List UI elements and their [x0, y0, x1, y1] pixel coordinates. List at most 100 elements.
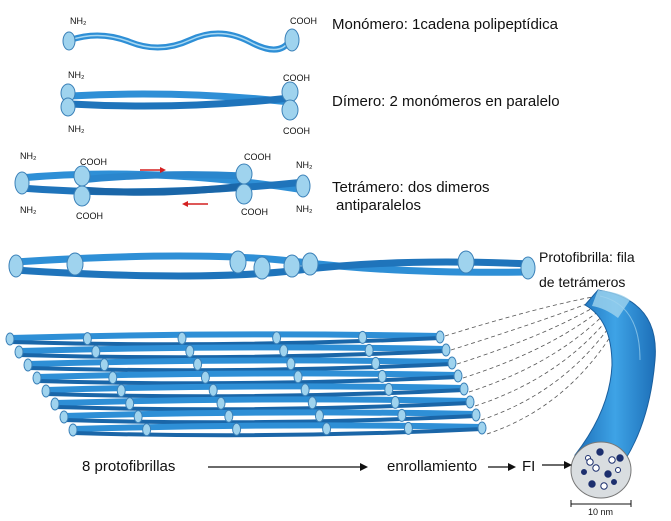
bundle-head — [142, 423, 152, 437]
arrow-left-head — [182, 201, 188, 207]
bundle-head — [477, 421, 487, 435]
connector-dash — [456, 299, 607, 365]
bundle-head — [108, 371, 118, 385]
nh2-label: NH₂ — [68, 70, 85, 80]
bundle-head — [471, 408, 481, 422]
bundle-head — [82, 332, 92, 346]
bundle-head — [59, 410, 69, 424]
bundle-head — [216, 396, 226, 410]
bundle-strand — [63, 409, 477, 419]
cooh-label: COOH — [290, 16, 317, 26]
protofibril-head — [301, 252, 319, 276]
connector-dash — [450, 297, 603, 351]
bundle-head — [50, 397, 60, 411]
bundle-head — [193, 357, 203, 371]
bundle-strand — [63, 414, 477, 425]
monomer-tail — [284, 28, 300, 52]
bundle-head — [99, 358, 109, 372]
bundle-strand — [45, 388, 465, 399]
bundle-strand — [36, 375, 459, 386]
process-arrows — [208, 461, 572, 471]
connector-dash — [468, 303, 615, 393]
dimer-label: Dímero: 2 monómeros en paralelo — [332, 93, 560, 110]
bundle-head — [116, 384, 126, 398]
nh2-label: NH₂ — [20, 151, 37, 161]
bundle-head — [322, 422, 332, 436]
bundle-head — [293, 370, 303, 384]
nh2-label: NH₂ — [296, 160, 313, 170]
monomer-head — [62, 31, 76, 51]
bundle-head — [441, 343, 451, 357]
nh2-label: NH₂ — [70, 16, 87, 26]
bundle-head — [200, 370, 210, 384]
bundle-head — [272, 331, 282, 345]
bundle-head — [32, 371, 42, 385]
protofibril-bundle — [5, 330, 487, 438]
cross-section-dot — [600, 482, 608, 490]
connector-dash — [480, 307, 623, 421]
dimer-tail-top — [281, 81, 299, 103]
connector-dash — [486, 309, 627, 435]
monomer-chain — [62, 28, 300, 53]
bundle-strand — [27, 362, 453, 373]
nh2-label: NH₂ — [68, 124, 85, 134]
bundle-head — [14, 345, 24, 359]
tetramer-head — [73, 165, 91, 187]
tetramer-head — [235, 183, 253, 205]
coiling-label: enrollamiento — [387, 458, 478, 475]
bundle-head — [68, 423, 78, 437]
protofibril-head — [66, 252, 84, 276]
cooh-label: COOH — [76, 211, 103, 221]
cross-section-dot — [608, 456, 616, 464]
arrow-to-coiling-head — [360, 463, 368, 471]
scale-label: 10 nm — [588, 507, 614, 517]
nh2-label: NH₂ — [296, 204, 313, 214]
bundle-head — [447, 356, 457, 370]
cross-section-dot — [604, 470, 612, 478]
cooh-label: COOH — [283, 126, 310, 136]
bundle-head — [358, 330, 368, 344]
bundle-strand — [27, 357, 453, 367]
bundle-strand — [9, 336, 441, 347]
bundle-strand — [18, 344, 447, 354]
cross-section-dot — [596, 448, 604, 456]
bundle-head — [465, 395, 475, 409]
protofibril-head — [253, 256, 271, 280]
bundle-head — [453, 369, 463, 383]
tetramer-head — [14, 171, 30, 195]
dimer — [60, 81, 299, 121]
bundle-head — [279, 344, 289, 358]
bundle-strand — [9, 331, 441, 341]
filament-cross-section — [570, 441, 632, 507]
arrow-right-head — [160, 167, 166, 173]
bundle-head — [91, 345, 101, 359]
arrow-fi-to-section-head — [564, 461, 572, 469]
dimer-tail-bottom — [281, 99, 299, 121]
protofibril-head — [520, 256, 536, 280]
bundle-head — [459, 382, 469, 396]
bundle-strand — [36, 370, 459, 380]
protofibril-head — [8, 254, 24, 278]
fi-label: FI — [522, 458, 536, 475]
bundle-head — [371, 356, 381, 370]
bundle-head — [286, 357, 296, 371]
cross-section-dot — [616, 454, 624, 462]
filament-tube — [574, 289, 656, 461]
bundle-head — [307, 396, 317, 410]
connector-dash — [444, 295, 599, 337]
bundle-strand — [72, 422, 483, 432]
tetramer-head — [235, 163, 253, 185]
bundle-strand — [54, 396, 471, 406]
protofibril-head — [229, 250, 247, 274]
bundle-head — [364, 343, 374, 357]
bundle-head — [403, 421, 413, 435]
protofibril-label-line1: Protofibrilla: fila — [539, 249, 635, 265]
bundle-head — [314, 409, 324, 423]
cross-section-dot — [592, 464, 600, 472]
cross-section-dot — [588, 480, 596, 488]
tetramer — [14, 163, 311, 207]
eight-protofibrils-label: 8 protofibrillas — [82, 458, 176, 475]
protofibril-label-line2: de tetrámeros — [539, 274, 626, 290]
bundle-strand — [72, 427, 483, 438]
